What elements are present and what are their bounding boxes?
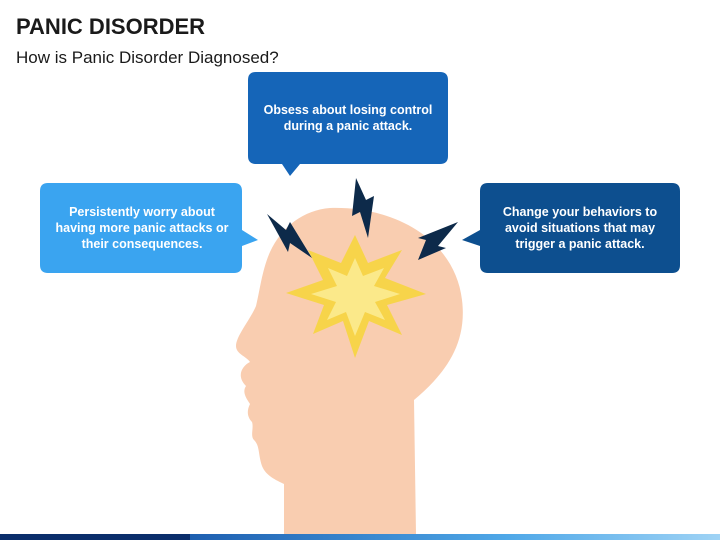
bubble-left bbox=[40, 183, 258, 273]
bottom-accent-bar bbox=[0, 534, 720, 540]
bubble-top-text: Obsess about losing control during a pan… bbox=[263, 103, 433, 133]
bubble-top bbox=[248, 72, 448, 176]
explosion-burst-core bbox=[311, 258, 400, 336]
bubble-right bbox=[462, 183, 680, 273]
page-subtitle: How is Panic Disorder Diagnosed? bbox=[16, 48, 279, 67]
lightning-bolt-icon bbox=[267, 214, 312, 258]
lightning-bolt-icon bbox=[418, 222, 458, 260]
bottom-bar-dark bbox=[0, 534, 190, 540]
bubble-left-text: Persistently worry about having more pan… bbox=[55, 205, 229, 251]
lightning-bolt-icon bbox=[352, 178, 374, 238]
bubble-right-text: Change your behaviors to avoid situation… bbox=[502, 205, 658, 251]
page-title: PANIC DISORDER bbox=[16, 14, 206, 39]
bottom-bar-gradient bbox=[190, 534, 720, 540]
